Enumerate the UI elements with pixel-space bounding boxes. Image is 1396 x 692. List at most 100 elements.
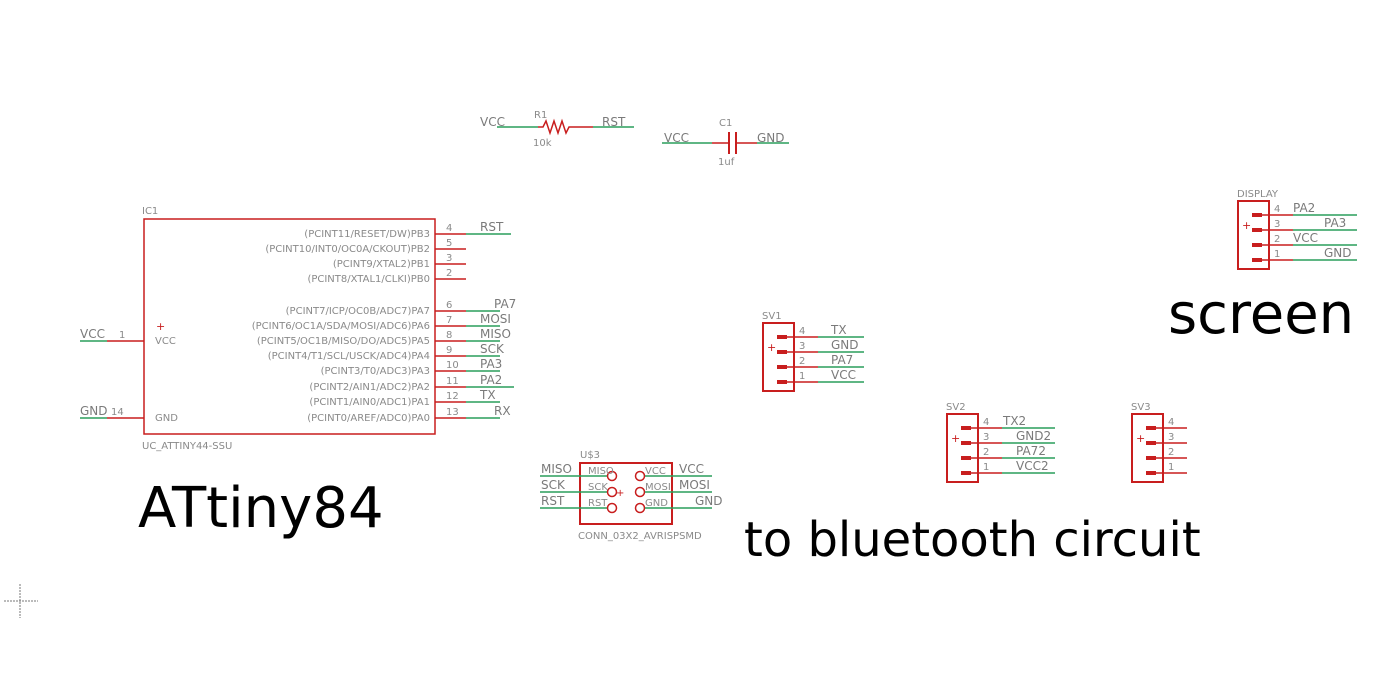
sv1-pin-num: 4 <box>799 326 805 337</box>
sv2-net: VCC2 <box>1016 459 1049 473</box>
display-body[interactable] <box>1237 200 1270 270</box>
ic1-right-pin-num: 2 <box>446 268 452 279</box>
sv1-net: GND <box>831 338 859 352</box>
ic1-right-net: MISO <box>480 327 511 341</box>
c1-net-left: VCC <box>664 131 689 145</box>
u3-right-pin-label: GND <box>645 498 668 509</box>
ic1-right-pin-num: 6 <box>446 300 452 311</box>
sv3-pin-num: 2 <box>1168 447 1174 458</box>
c1-net-right: GND <box>757 131 785 145</box>
display-net: PA3 <box>1324 216 1346 230</box>
display-net: GND <box>1324 246 1352 260</box>
ic1-right-pin-num: 3 <box>446 253 452 264</box>
ic1-right-net: MOSI <box>480 312 511 326</box>
sv2-name: SV2 <box>946 402 966 413</box>
c1-part[interactable]: VCC C1 1uf GND <box>662 118 789 168</box>
display-pin-num: 3 <box>1274 219 1280 230</box>
sv2-pin-num: 3 <box>983 432 989 443</box>
ic1-left-pin-num: 14 <box>111 407 124 418</box>
sv3-pin-contact <box>1146 456 1156 460</box>
sv1-net: VCC <box>831 368 856 382</box>
ic1-right-net: PA2 <box>480 373 502 387</box>
ic1-right-pin-name: (PCINT10/INT0/OC0A/CKOUT)PB2 <box>265 244 430 255</box>
u3-pin1-marker: + <box>616 488 624 499</box>
sv2-pin-num: 4 <box>983 417 989 428</box>
annotation-bluetooth: to bluetooth circuit <box>744 512 1201 568</box>
sv2-pin-contact <box>961 471 971 475</box>
display-plus-marker: + <box>1242 219 1251 232</box>
r1-resistor-symbol <box>538 118 593 136</box>
sv1-body[interactable] <box>762 322 795 392</box>
r1-part[interactable]: VCC R1 10k RST <box>480 110 634 149</box>
u3-left-net: MISO <box>541 462 572 476</box>
display-net: VCC <box>1293 231 1318 245</box>
sv3-body[interactable] <box>1131 413 1164 483</box>
u3-body[interactable] <box>579 462 673 525</box>
ic1-left-pin-name: VCC <box>155 336 176 347</box>
annotation-attiny84: ATtiny84 <box>138 476 384 541</box>
ic1-value: UC_ATTINY44-SSU <box>142 441 232 452</box>
u3-right-pad <box>634 470 646 482</box>
sv1-pin-num: 1 <box>799 371 805 382</box>
sv2-body[interactable] <box>946 413 979 483</box>
ic1-right-net: PA7 <box>494 297 516 311</box>
ic1-right-net: TX <box>479 388 496 402</box>
ic1-right-pin-name: (PCINT9/XTAL2)PB1 <box>333 259 430 270</box>
u3-name: U$3 <box>580 450 600 461</box>
sv2-pin-contact <box>961 426 971 430</box>
sv3-name: SV3 <box>1131 402 1151 413</box>
ic1-left-pin-num: 1 <box>119 330 125 341</box>
annotation-screen: screen <box>1168 282 1355 347</box>
ic1-right-pin-name: (PCINT3/T0/ADC3)PA3 <box>321 366 430 377</box>
sv1-pin-contact <box>777 335 787 339</box>
sv1-pin-num: 3 <box>799 341 805 352</box>
display-pin-num: 1 <box>1274 249 1280 260</box>
ic1-left-net: VCC <box>80 327 105 341</box>
sv3-pin-num: 4 <box>1168 417 1174 428</box>
ic1-right-pin-num: 8 <box>446 330 452 341</box>
ic1-right-pin-num: 11 <box>446 376 459 387</box>
sv3-pin-contact <box>1146 441 1156 445</box>
u3-left-pin-label: SCK <box>588 482 608 493</box>
display-net: PA2 <box>1293 201 1315 215</box>
sv2-net: PA72 <box>1016 444 1046 458</box>
sv3-plus-marker: + <box>1136 432 1145 445</box>
c1-name: C1 <box>719 118 732 129</box>
sv1-net: TX <box>830 323 847 337</box>
sv2-pin-contact <box>961 456 971 460</box>
sv1-plus-marker: + <box>767 341 776 354</box>
display-pin-contact <box>1252 213 1262 217</box>
crosshair-cursor-icon <box>4 584 38 618</box>
u3-right-net: MOSI <box>679 478 710 492</box>
display-pin-num: 2 <box>1274 234 1280 245</box>
u3-right-pad <box>634 502 646 514</box>
ic1-right-pin-name: (PCINT11/RESET/DW)PB3 <box>304 229 430 240</box>
ic1-right-pin-name: (PCINT8/XTAL1/CLKI)PB0 <box>307 274 430 285</box>
ic1-right-pin-num: 7 <box>446 315 452 326</box>
u3-right-pin-label: MOSI <box>645 482 671 493</box>
ic1-right-net: RX <box>494 404 511 418</box>
sv1-pin-contact <box>777 365 787 369</box>
sv1-pin-contact <box>777 350 787 354</box>
ic1-left-pin-name: GND <box>155 413 178 424</box>
ic1-right-pin-num: 9 <box>446 345 452 356</box>
u3-left-pin-label: RST <box>588 498 608 509</box>
ic1-right-pin-num: 5 <box>446 238 452 249</box>
u3-right-net: GND <box>695 494 723 508</box>
u3-left-pad <box>606 502 618 514</box>
u3-left-net: SCK <box>541 478 566 492</box>
ic1-right-pin-num: 12 <box>446 391 459 402</box>
u3-left-pad <box>606 486 618 498</box>
r1-value: 10k <box>533 138 552 149</box>
ic1-right-pin-name: (PCINT1/AIN0/ADC1)PA1 <box>309 397 430 408</box>
sv2-pin-num: 1 <box>983 462 989 473</box>
sv2-pin-contact <box>961 441 971 445</box>
display-name: DISPLAY <box>1237 189 1279 200</box>
